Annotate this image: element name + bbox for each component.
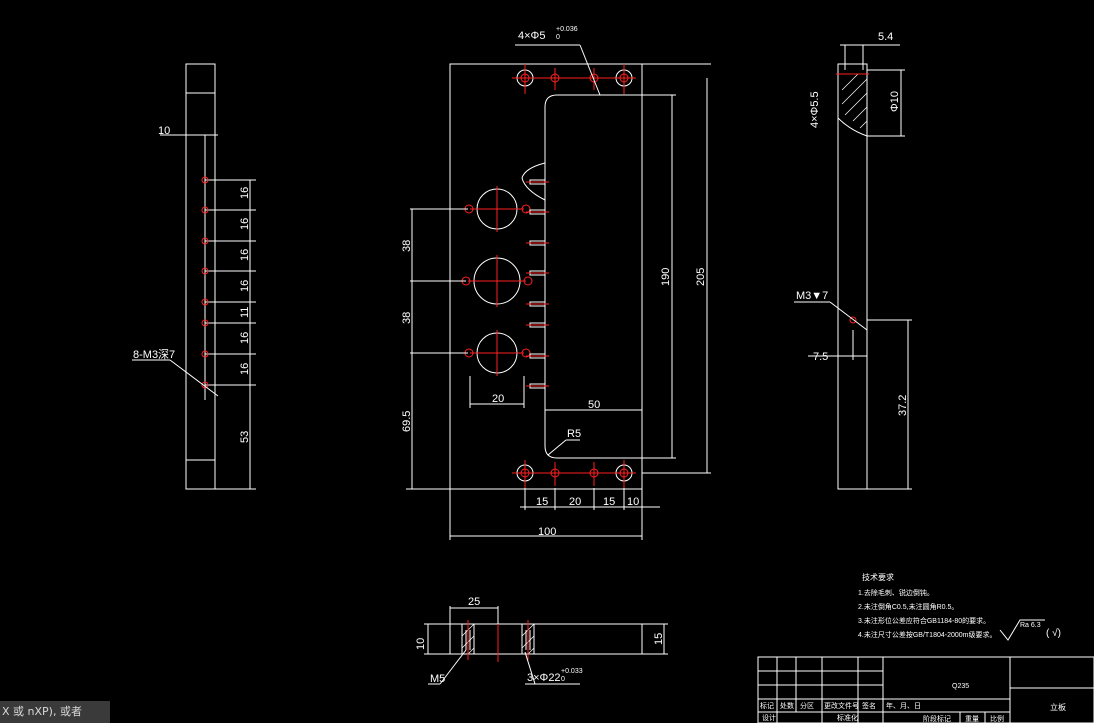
front-tapped-holes (526, 179, 549, 389)
front-dim-50: 50 (588, 399, 600, 411)
front-top-holes-label: 4×Φ5 (518, 30, 545, 42)
command-line[interactable]: X 或 nXP), 或者 (0, 701, 110, 723)
left-side-view (132, 63, 256, 490)
front-bottom-dim-10: 10 (627, 496, 639, 508)
right-dim-37-2: 37.2 (897, 395, 909, 416)
bottom-m5-label: M5 (430, 673, 445, 685)
front-dim-190: 190 (660, 268, 672, 286)
roughness-paren: ( √) (1046, 627, 1061, 639)
front-radius-r5: R5 (567, 428, 581, 440)
title-weight: 重量 (965, 715, 979, 723)
tech-note-2: 2.未注倒角C0.5,未注圆角R0.5。 (858, 602, 958, 611)
right-section-view (794, 44, 912, 490)
right-dim-5-4: 5.4 (878, 31, 893, 43)
roughness-value: Ra 6.3 (1020, 622, 1041, 629)
bottom-holes-label: 3×Φ22 (527, 672, 561, 684)
title-header-count: 处数 (780, 701, 794, 710)
left-dim-16c: 16 (239, 249, 251, 261)
left-dim-53: 53 (239, 431, 251, 443)
front-dim-20: 20 (492, 393, 504, 405)
front-top-holes-tol-low: 0 (556, 34, 560, 41)
bottom-dim-15: 15 (653, 633, 665, 645)
title-scale: 比例 (990, 714, 1004, 723)
title-header-doc: 更改文件号 (824, 701, 859, 710)
left-dim-16d: 16 (239, 280, 251, 292)
bottom-dim-25: 25 (468, 596, 480, 608)
tech-note-4: 4.未注尺寸公差按GB/T1804-2000m级要求。 (858, 630, 996, 639)
roughness-symbol (999, 619, 1045, 641)
front-dim-69-5: 69.5 (401, 411, 413, 432)
left-dim-10: 10 (158, 125, 170, 137)
title-material: Q235 (952, 683, 969, 690)
right-holes-label: 4×Φ5.5 (809, 91, 821, 128)
left-thread-note: 8-M3深7 (133, 348, 175, 361)
right-dim-7-5: 7.5 (813, 351, 828, 363)
bottom-section-view (424, 606, 668, 685)
title-designer-label: 设计 (762, 713, 776, 722)
title-standard-label: 标准化 (837, 713, 858, 722)
title-part-name: 立板 (1050, 702, 1066, 712)
left-thread-holes (201, 176, 209, 389)
front-dim-205: 205 (695, 268, 707, 286)
front-dim-38b: 38 (401, 312, 413, 324)
left-dim-16e: 16 (239, 332, 251, 344)
front-bottom-dim-20: 20 (569, 496, 581, 508)
front-dim-38a: 38 (401, 240, 413, 252)
front-bottom-holes (512, 460, 636, 488)
front-view (406, 44, 711, 540)
front-top-holes (512, 64, 636, 94)
front-top-holes-tol: +0.036 (556, 26, 578, 33)
tech-note-1: 1.去除毛刺、锐边倒钝。 (858, 588, 934, 597)
tech-notes-title: 技术要求 (862, 572, 894, 582)
left-dim-16b: 16 (239, 218, 251, 230)
bottom-holes-tol: +0.033 (561, 668, 583, 675)
left-dim-11: 11 (239, 307, 251, 318)
bottom-holes-tol-low: 0 (561, 676, 565, 683)
left-dim-16a: 16 (239, 187, 251, 199)
front-dim-100: 100 (538, 526, 556, 538)
title-header-zone: 分区 (800, 701, 814, 710)
title-header-sign: 签名 (862, 701, 876, 710)
title-stage: 阶段标记 (923, 714, 951, 723)
front-bottom-dim-15b: 15 (603, 496, 615, 508)
title-block (757, 656, 1094, 723)
title-header-mark: 标记 (760, 701, 774, 710)
front-large-bores (461, 186, 533, 376)
right-thread-m3: M3▼7 (796, 290, 828, 302)
front-bottom-dim-15a: 15 (536, 496, 548, 508)
bottom-dim-10: 10 (415, 638, 427, 650)
left-dim-16f: 16 (239, 363, 251, 375)
right-dia-10: Φ10 (889, 91, 901, 112)
tech-note-3: 3.未注形位公差应符合GB1184-80的要求。 (858, 616, 990, 625)
title-header-date: 年、月、日 (886, 701, 921, 710)
